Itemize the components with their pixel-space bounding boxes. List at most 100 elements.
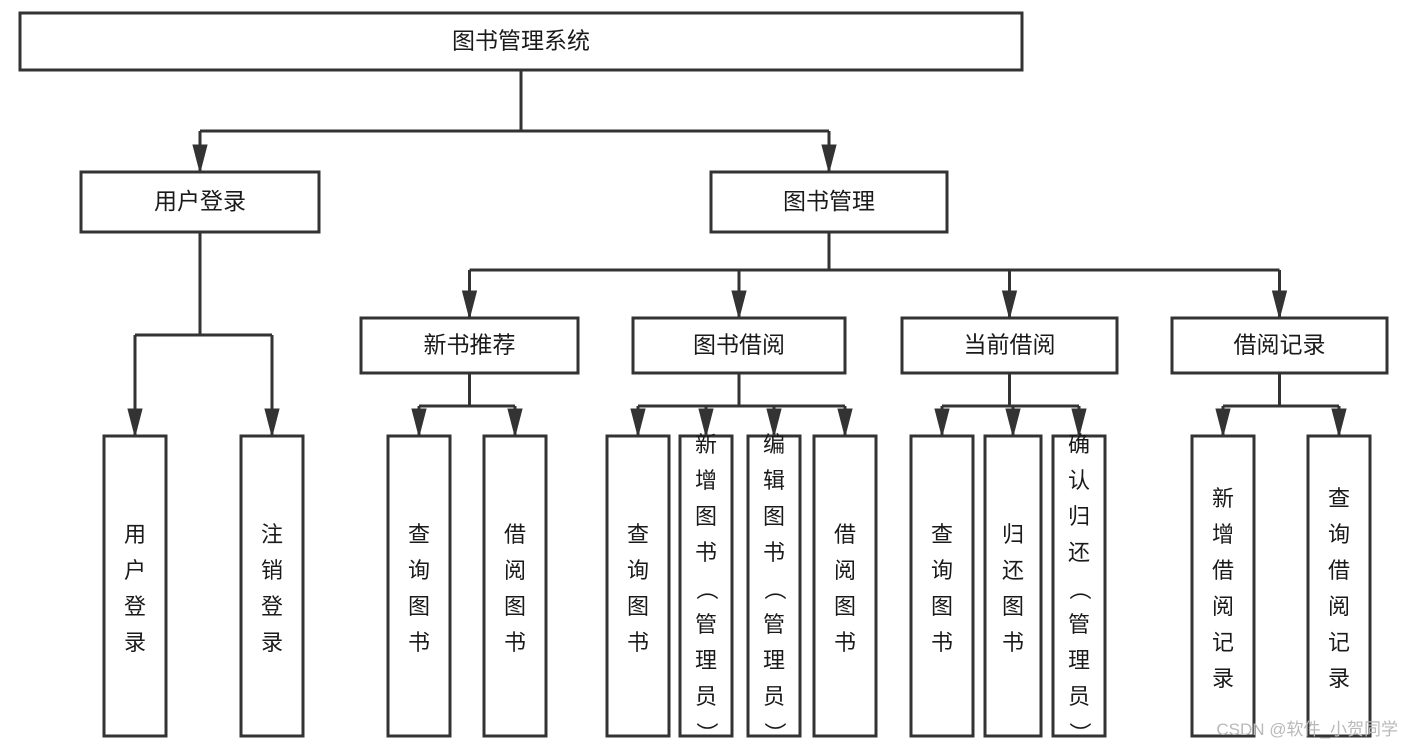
node-label-char: 阅 (504, 558, 526, 583)
node-box[interactable] (482, 434, 548, 738)
node-label-char: 录 (1328, 666, 1350, 691)
node-label-char: 理 (1068, 648, 1090, 673)
node-label: 借阅记录 (1234, 332, 1326, 358)
node-box[interactable] (678, 434, 734, 738)
node-root[interactable]: 图书管理系统 (18, 11, 1024, 72)
node-label-char: 书 (695, 540, 717, 565)
arrow-head-icon (192, 144, 208, 174)
node-label-char: 图 (695, 504, 717, 529)
node-label-char: 员 (763, 684, 785, 709)
connectors-layer (127, 70, 1347, 438)
node-box[interactable] (18, 11, 1024, 72)
node-current-borrow[interactable]: 当前借阅 (900, 316, 1119, 375)
node-box[interactable] (239, 434, 305, 738)
node-user-login[interactable]: 用户登录 (79, 170, 321, 234)
node-box[interactable] (359, 316, 580, 375)
arrow-head-icon (821, 144, 837, 174)
node-label-char: 图 (504, 594, 526, 619)
node-label-char: 理 (763, 648, 785, 673)
node-borrow-record[interactable]: 借阅记录 (1170, 316, 1389, 375)
node-label-char: 录 (1212, 666, 1234, 691)
node-book-borrow[interactable]: 图书借阅 (631, 316, 847, 375)
node-box[interactable] (1170, 316, 1389, 375)
node-label-char: （ (762, 578, 787, 600)
node-box[interactable] (983, 434, 1043, 738)
node-label-char: ） (1067, 722, 1092, 744)
node-label: 图书借阅 (693, 332, 785, 358)
node-book-management[interactable]: 图书管理 (709, 170, 949, 234)
node-label-char: 图 (408, 594, 430, 619)
node-new-book-recommend[interactable]: 新书推荐 (359, 316, 580, 375)
arrow-head-icon (698, 408, 714, 438)
node-label-char: 书 (931, 630, 953, 655)
node-label-char: 图 (763, 504, 785, 529)
arrow-head-icon (264, 408, 280, 438)
node-label-char: 新 (695, 432, 717, 457)
node-label-char: （ (1067, 578, 1092, 600)
node-label-char: 认 (1068, 468, 1090, 493)
node-label-char: 借 (504, 522, 526, 547)
node-label-char: 记 (1212, 630, 1234, 655)
arrow-head-icon (1271, 290, 1288, 320)
arrow-head-icon (411, 408, 427, 438)
node-label-char: 管 (763, 612, 785, 637)
node-label-char: 书 (504, 630, 526, 655)
node-box[interactable] (1306, 434, 1372, 738)
node-leaf-user-login[interactable]: 用户登录 (102, 434, 168, 738)
node-label-char: 管 (695, 612, 717, 637)
node-box[interactable] (909, 434, 975, 738)
node-box[interactable] (1190, 434, 1256, 738)
node-label-char: 归 (1002, 522, 1024, 547)
node-label-char: 询 (1328, 522, 1350, 547)
node-label-char: 记 (1328, 630, 1350, 655)
node-box[interactable] (709, 170, 949, 234)
arrow-head-icon (1331, 408, 1347, 438)
node-label-char: 归 (1068, 504, 1090, 529)
node-label-char: 注 (261, 522, 283, 547)
node-label-char: 借 (834, 522, 856, 547)
node-box[interactable] (102, 434, 168, 738)
arrow-head-icon (731, 290, 747, 320)
node-label-char: 查 (408, 522, 430, 547)
node-label-char: 询 (931, 558, 953, 583)
node-label-char: 登 (261, 594, 283, 619)
node-label: 图书管理 (783, 188, 875, 214)
node-box[interactable] (1051, 434, 1107, 738)
node-label-char: 录 (261, 630, 283, 655)
node-label-char: 新 (1212, 486, 1234, 511)
node-box[interactable] (605, 434, 671, 738)
node-box[interactable] (746, 434, 802, 738)
node-label-char: 图 (627, 594, 649, 619)
node-label-char: ） (762, 722, 787, 744)
arrow-head-icon (127, 408, 143, 438)
node-label-char: 理 (695, 648, 717, 673)
node-label: 当前借阅 (964, 332, 1056, 358)
node-label-char: 借 (1212, 558, 1234, 583)
node-box[interactable] (386, 434, 452, 738)
node-box[interactable] (79, 170, 321, 234)
node-box[interactable] (812, 434, 878, 738)
node-label-char: ） (694, 722, 719, 744)
node-label-char: 员 (695, 684, 717, 709)
node-label-char: 登 (124, 594, 146, 619)
arrow-head-icon (1071, 408, 1087, 438)
node-box[interactable] (900, 316, 1119, 375)
node-label-char: 图 (834, 594, 856, 619)
node-label-char: 增 (1212, 522, 1234, 547)
node-label-char: 还 (1002, 558, 1024, 583)
node-box[interactable] (631, 316, 847, 375)
